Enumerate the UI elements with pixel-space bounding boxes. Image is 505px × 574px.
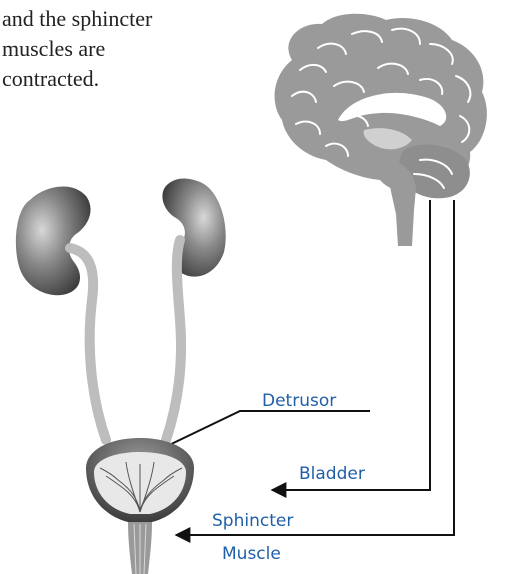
bladder-label: Bladder [299,464,365,484]
detrusor-label: Detrusor [262,391,336,411]
sphincter-label-line2: Muscle [222,544,281,564]
bladder-illustration [86,438,194,574]
sphincter-label-line1: Sphincter [212,511,293,531]
brain-illustration [275,14,487,246]
kidneys-illustration [16,179,226,441]
